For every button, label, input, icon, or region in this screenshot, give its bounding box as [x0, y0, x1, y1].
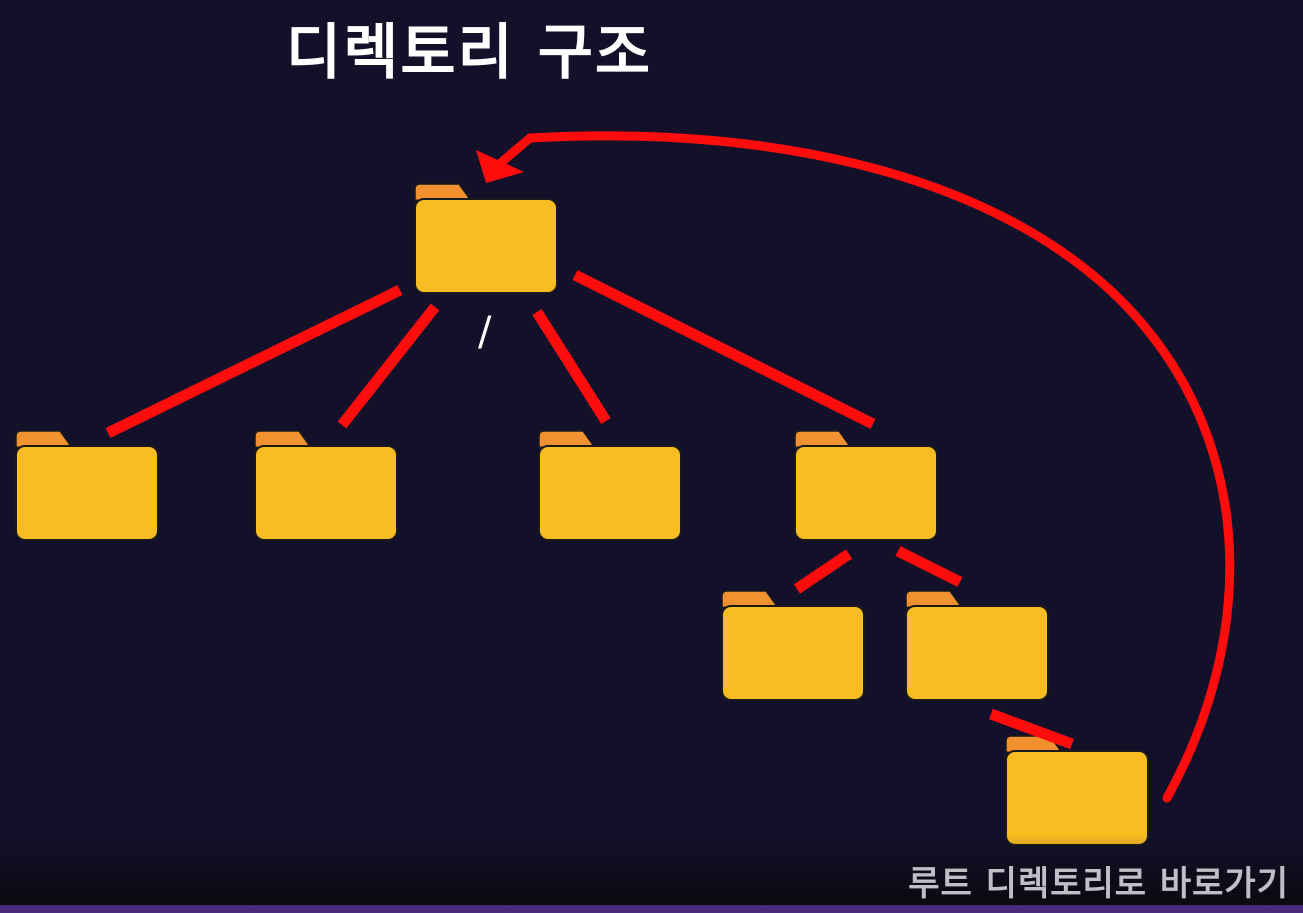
- child-4-folder-icon: [794, 430, 938, 541]
- connector-root-to-child-2: [337, 303, 440, 429]
- child-3-folder-icon: [538, 430, 682, 541]
- connector-child-4-to-grandchild-1: [793, 549, 853, 594]
- diagram-title: 디렉토리 구조: [286, 18, 653, 88]
- root-folder-icon: [414, 183, 558, 294]
- great-grandchild-1-folder-icon: [1005, 735, 1149, 846]
- root-label: /: [478, 309, 492, 355]
- bottom-fade: [0, 835, 1303, 905]
- connector-child-4-to-grandchild-2: [895, 546, 963, 587]
- connector-root-to-child-4: [572, 270, 876, 429]
- connector-grandchild-2-to-great-grandchild-1: [989, 708, 1074, 750]
- child-1-folder-icon: [15, 430, 159, 541]
- grandchild-2-folder-icon: [905, 590, 1049, 701]
- child-2-folder-icon: [254, 430, 398, 541]
- subtitle-caption: 루트 디렉토리로 바로가기: [908, 864, 1289, 904]
- arrowhead-icon: [476, 150, 524, 183]
- connector-root-to-child-1: [105, 285, 403, 438]
- jump-to-root-arrow: [485, 131, 1235, 803]
- grandchild-1-folder-icon: [721, 590, 865, 701]
- connector-root-to-child-3: [532, 309, 611, 424]
- video-progress-bar[interactable]: [0, 905, 1303, 913]
